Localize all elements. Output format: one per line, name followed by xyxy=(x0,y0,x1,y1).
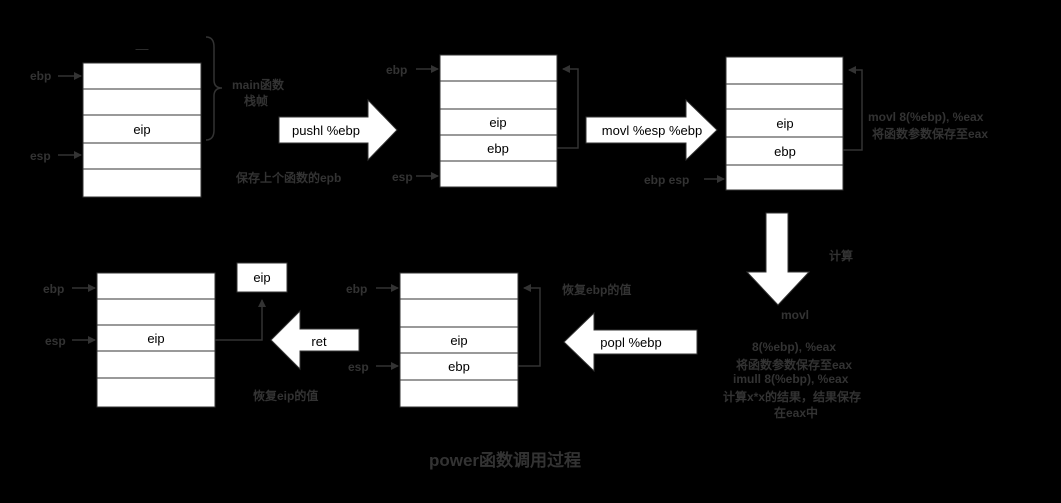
stack-1: eip — xyxy=(58,36,223,198)
popped-eip-box xyxy=(236,262,288,293)
stack-4-cell-text: eip xyxy=(450,333,467,348)
compute-line-4: 计算x*x的结果，结果保存 xyxy=(723,390,862,404)
stack-3-cell xyxy=(725,136,844,166)
stack-5-cell xyxy=(96,350,216,379)
stack-1-cell xyxy=(82,168,202,198)
compute-down-arrow xyxy=(745,212,811,306)
stack-5: eip eip xyxy=(72,262,288,408)
stack-5-esp-label: esp xyxy=(45,334,66,348)
stack-2-esp-label: esp xyxy=(392,170,413,184)
stack-1-cell xyxy=(82,114,202,144)
stack-4-cell xyxy=(399,379,519,408)
stack-3-cell xyxy=(725,56,844,85)
stack-3: eip ebp xyxy=(704,56,863,191)
stack-1-top-dash: — xyxy=(136,41,149,56)
stack-5-cell xyxy=(96,324,216,352)
stack-4: eip ebp xyxy=(376,272,541,408)
movl-arrow-label: movl %esp %ebp xyxy=(602,123,702,138)
pushl-arrow xyxy=(278,98,398,162)
popl-arrow xyxy=(563,311,698,373)
stack-2-cell xyxy=(439,54,558,82)
compute-line-5: 在eax中 xyxy=(774,406,819,420)
popped-eip-text: eip xyxy=(253,270,270,285)
stack-3-ebp-esp-label: ebp esp xyxy=(644,173,690,187)
compute-line-3: imull 8(%ebp), %eax xyxy=(733,372,849,386)
brace-label-line2: 栈帧 xyxy=(244,94,269,108)
saved-ebp-link xyxy=(843,66,863,151)
compute-label: 计算 xyxy=(829,249,854,263)
stack-2-cell xyxy=(439,134,558,162)
eip-pop-link xyxy=(215,299,266,341)
ret-arrow xyxy=(270,309,360,371)
stack-3-cell-text: ebp xyxy=(774,144,796,159)
stack-2-cell-text: ebp xyxy=(487,141,509,156)
stack-3-cell xyxy=(725,108,844,138)
stack-2-cell xyxy=(439,108,558,136)
stack-4-cell xyxy=(399,352,519,381)
stack-1-esp-label: esp xyxy=(30,149,51,163)
stack-4-esp-label: esp xyxy=(348,360,369,374)
stack-1-cell-text: eip xyxy=(133,122,150,137)
stack-2-cell-text: eip xyxy=(489,115,506,130)
restore-ebp-link xyxy=(518,284,541,367)
stack-3-cell xyxy=(725,164,844,191)
movl-arrow xyxy=(585,98,718,162)
stack-1-cell xyxy=(82,88,202,116)
stack-2-ebp-label: ebp xyxy=(386,63,408,77)
saved-ebp-link xyxy=(557,65,579,149)
stack-1-cell xyxy=(82,62,202,90)
stack-4-cell xyxy=(399,298,519,328)
stack-4-cell xyxy=(399,272,519,300)
stack-5-cell-text: eip xyxy=(147,331,164,346)
stack-3-note-line1: movl 8(%ebp), %eax xyxy=(868,110,984,124)
diagram-title: power函数调用过程 xyxy=(428,451,582,470)
stack-5-cell xyxy=(96,377,216,408)
stack-2-cell xyxy=(439,160,558,188)
stack-2: eip ebp xyxy=(416,54,579,188)
compute-line-1: 8(%ebp), %eax xyxy=(752,340,837,354)
brace-label-line1: main函数 xyxy=(232,78,285,92)
stack-3-cell xyxy=(725,83,844,110)
stack-5-cell xyxy=(96,272,216,300)
stack-4-ebp-label: ebp xyxy=(346,282,368,296)
stack-4-note: 恢复ebp的值 xyxy=(562,283,632,297)
pushl-caption: 保存上个函数的epb xyxy=(236,171,342,185)
ret-caption: 恢复eip的值 xyxy=(253,389,319,403)
main-frame-brace xyxy=(205,36,223,141)
ret-arrow-label: ret xyxy=(311,334,327,349)
stack-2-cell xyxy=(439,80,558,110)
stack-4-cell-text: ebp xyxy=(448,359,470,374)
compute-movl-text: movl xyxy=(781,308,810,322)
stack-1-cell xyxy=(82,142,202,170)
stack-3-note-line2: 将函数参数保存至eax xyxy=(872,127,989,141)
compute-line-2: 将函数参数保存至eax xyxy=(736,358,853,372)
stack-5-ebp-label: ebp xyxy=(43,282,65,296)
stack-3-cell-text: eip xyxy=(776,116,793,131)
popl-arrow-label: popl %ebp xyxy=(600,335,661,350)
stack-4-cell xyxy=(399,326,519,354)
stack-5-cell xyxy=(96,298,216,326)
stack-1-ebp-label: ebp xyxy=(30,69,52,83)
pushl-arrow-label: pushl %ebp xyxy=(292,123,360,138)
